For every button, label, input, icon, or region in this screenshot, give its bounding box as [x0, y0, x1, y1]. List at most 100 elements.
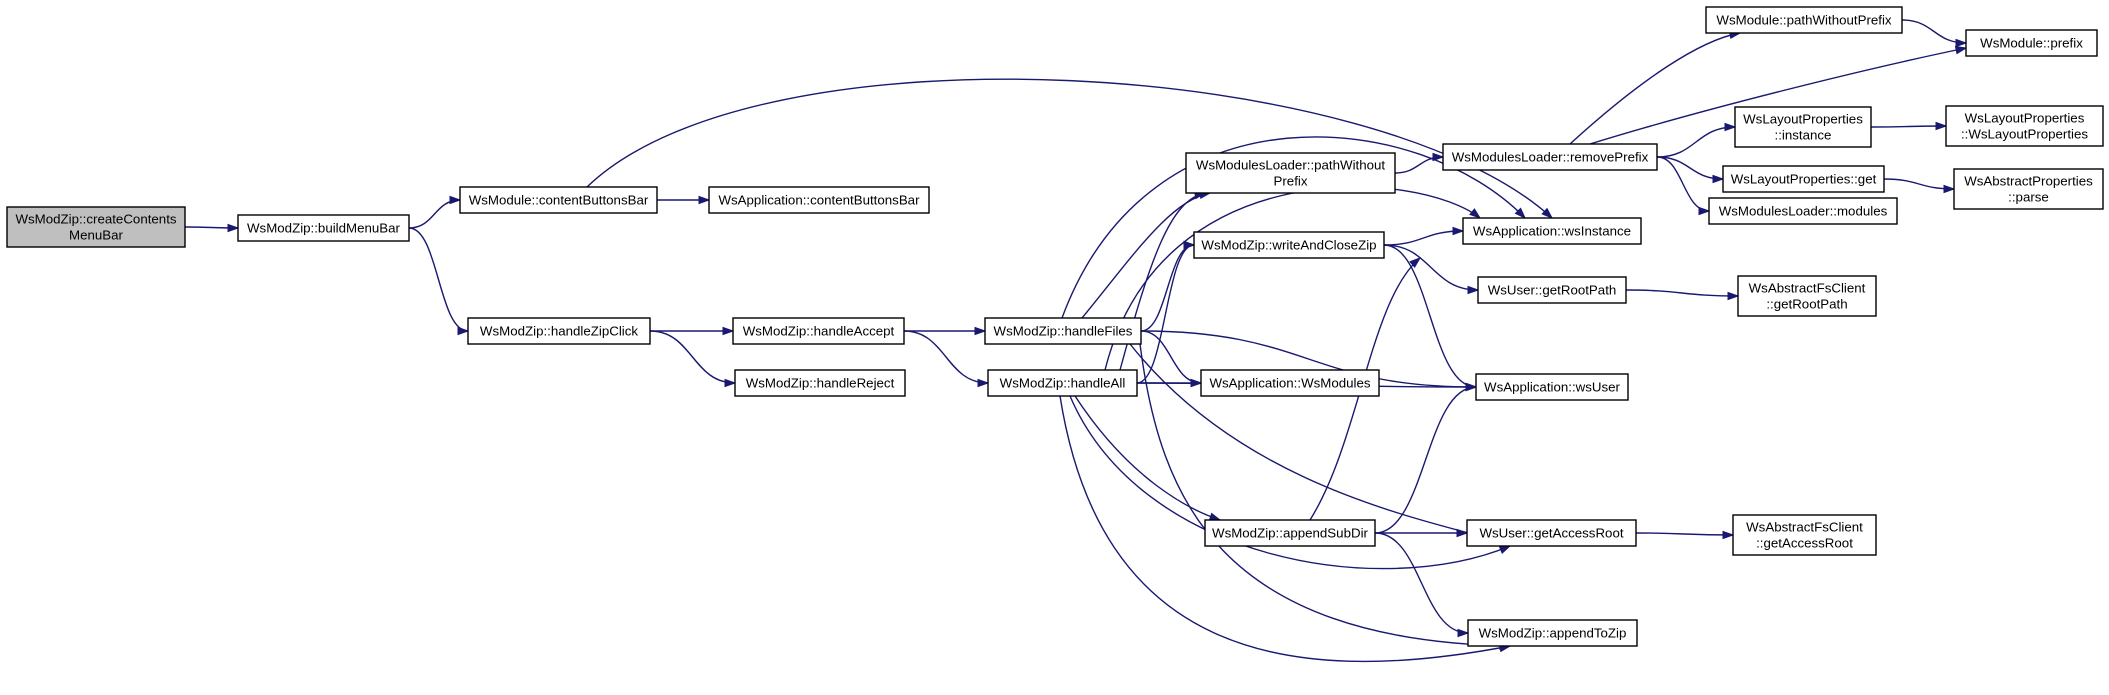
node-box — [987, 369, 1138, 397]
edge-loaderPathWithoutPrefix-to-removePrefix — [1394, 152, 1445, 174]
edge-line — [1383, 230, 1464, 246]
node-label: WsModZip::handleAccept — [743, 324, 895, 339]
edge-arrowhead — [1943, 184, 1956, 194]
node-handleAccept[interactable]: WsModZip::handleAccept — [732, 317, 905, 345]
node-label: WsAbstractProperties — [1964, 174, 2093, 189]
edge-line — [1870, 125, 1947, 128]
edge-contentButtonsBar-to-appContentButtonsBar — [657, 195, 711, 205]
node-label: WsApplication::wsInstance — [1473, 224, 1631, 239]
node-box — [1965, 29, 2098, 57]
edge-appendSubDir-to-getAccessRoot — [1375, 528, 1469, 538]
edge-arrowhead — [1409, 257, 1422, 269]
node-label: WsApplication::contentButtonsBar — [718, 193, 920, 208]
node-box — [459, 186, 658, 214]
edge-arrowhead — [1954, 45, 1968, 55]
node-box — [1442, 143, 1658, 171]
edge-handleFiles-to-writeAndCloseZip — [1140, 240, 1196, 332]
edge-arrowhead — [449, 195, 462, 205]
node-box — [1708, 197, 1898, 225]
node-label: MenuBar — [69, 228, 124, 243]
node-label: WsModule::pathWithoutPrefix — [1716, 13, 1891, 28]
edge-handleAll-to-appendSubDir — [1074, 395, 1222, 521]
node-handleZipClick[interactable]: WsModZip::handleZipClick — [467, 317, 651, 345]
edge-line — [1059, 395, 1511, 663]
node-fsGetRootPath[interactable]: WsAbstractFsClient::getRootPath — [1737, 275, 1877, 317]
node-layoutGet[interactable]: WsLayoutProperties::get — [1722, 165, 1885, 193]
node-box — [708, 186, 930, 214]
edge-writeAndCloseZip-to-wsInstance — [1383, 226, 1465, 246]
edge-line — [1374, 386, 1477, 534]
node-appendToZip[interactable]: WsModZip::appendToZip — [1467, 619, 1638, 647]
edge-line — [1140, 330, 1477, 388]
node-getRootPath[interactable]: WsUser::getRootPath — [1477, 276, 1627, 304]
node-box — [1477, 276, 1627, 304]
node-wsInstance[interactable]: WsApplication::wsInstance — [1462, 217, 1642, 245]
node-layoutCtor[interactable]: WsLayoutProperties::WsLayoutProperties — [1945, 105, 2104, 147]
node-box — [237, 214, 410, 242]
node-box — [1732, 514, 1877, 556]
edge-arrowhead — [227, 223, 240, 233]
node-label: ::WsLayoutProperties — [1961, 127, 2088, 142]
edge-buildMenuBar-to-contentButtonsBar — [408, 195, 462, 229]
edge-line — [1069, 395, 1511, 570]
node-box — [1737, 275, 1877, 317]
node-label: WsModZip::buildMenuBar — [247, 221, 401, 236]
node-removePrefix[interactable]: WsModulesLoader::removePrefix — [1442, 143, 1658, 171]
node-appWsModules[interactable]: WsApplication::WsModules — [1200, 369, 1380, 397]
edge-arrowhead — [1469, 208, 1482, 219]
node-box — [1204, 519, 1376, 547]
node-fsGetAccessRoot[interactable]: WsAbstractFsClient::getAccessRoot — [1732, 514, 1877, 556]
node-appContentButtonsBar[interactable]: WsApplication::contentButtonsBar — [708, 186, 930, 214]
node-loaderModules[interactable]: WsModulesLoader::modules — [1708, 197, 1898, 225]
node-appendSubDir[interactable]: WsModZip::appendSubDir — [1204, 519, 1376, 547]
edge-line — [1569, 32, 1741, 145]
edge-arrowhead — [1722, 530, 1735, 540]
edge-arrowhead — [457, 326, 470, 336]
node-label: WsLayoutProperties::get — [1731, 172, 1877, 187]
node-label: WsModZip::handleAll — [1000, 376, 1126, 391]
node-box — [1734, 106, 1872, 148]
node-box — [1193, 231, 1385, 259]
edge-getAccessRoot-to-fsGetAccessRoot — [1635, 530, 1735, 540]
node-label: ::instance — [1775, 128, 1832, 143]
node-label: WsModZip::writeAndCloseZip — [1201, 238, 1376, 253]
edge-arrowhead — [1935, 121, 1948, 131]
node-label: ::getRootPath — [1766, 297, 1847, 312]
edge-line — [1625, 289, 1739, 297]
node-box — [1945, 105, 2104, 147]
node-loaderPathWithoutPrefix[interactable]: WsModulesLoader::pathWithoutPrefix — [1185, 152, 1396, 194]
edge-arrowhead — [1712, 174, 1725, 184]
node-handleFiles[interactable]: WsModZip::handleFiles — [984, 317, 1142, 345]
edge-line — [1140, 244, 1195, 332]
node-label: WsApplication::wsUser — [1484, 380, 1621, 395]
node-label: WsModZip::handleFiles — [994, 324, 1133, 339]
node-layoutInstance[interactable]: WsLayoutProperties::instance — [1734, 106, 1872, 148]
node-abstractParse[interactable]: WsAbstractProperties::parse — [1953, 168, 2104, 210]
node-buildMenuBar[interactable]: WsModZip::buildMenuBar — [237, 214, 410, 242]
node-getAccessRoot[interactable]: WsUser::getAccessRoot — [1466, 519, 1637, 547]
node-label: WsModulesLoader::removePrefix — [1452, 150, 1649, 165]
edge-handleAll-to-writeAndCloseZip — [1136, 240, 1196, 384]
node-modulePrefix[interactable]: WsModule::prefix — [1965, 29, 2098, 57]
edge-line — [1383, 244, 1479, 291]
edge-line — [1589, 47, 1967, 145]
edge-arrowhead — [1465, 382, 1478, 392]
edge-arrowhead — [1698, 206, 1711, 216]
edge-line — [649, 330, 736, 384]
edge-removePrefix-to-loaderModules — [1656, 156, 1711, 216]
edge-arrowhead — [1456, 528, 1469, 538]
edge-line — [1061, 136, 1526, 319]
node-box — [1462, 217, 1642, 245]
edge-line — [1656, 126, 1736, 158]
node-modulePathWithoutPrefix[interactable]: WsModule::pathWithoutPrefix — [1705, 6, 1903, 34]
node-handleAll[interactable]: WsModZip::handleAll — [987, 369, 1138, 397]
node-contentButtonsBar[interactable]: WsModule::contentButtonsBar — [459, 186, 658, 214]
edge-buildMenuBar-to-handleZipClick — [408, 227, 470, 336]
node-wsUser[interactable]: WsApplication::wsUser — [1475, 373, 1629, 401]
node-writeAndCloseZip[interactable]: WsModZip::writeAndCloseZip — [1193, 231, 1385, 259]
edge-line — [1129, 343, 1481, 537]
node-handleReject[interactable]: WsModZip::handleReject — [734, 369, 906, 397]
